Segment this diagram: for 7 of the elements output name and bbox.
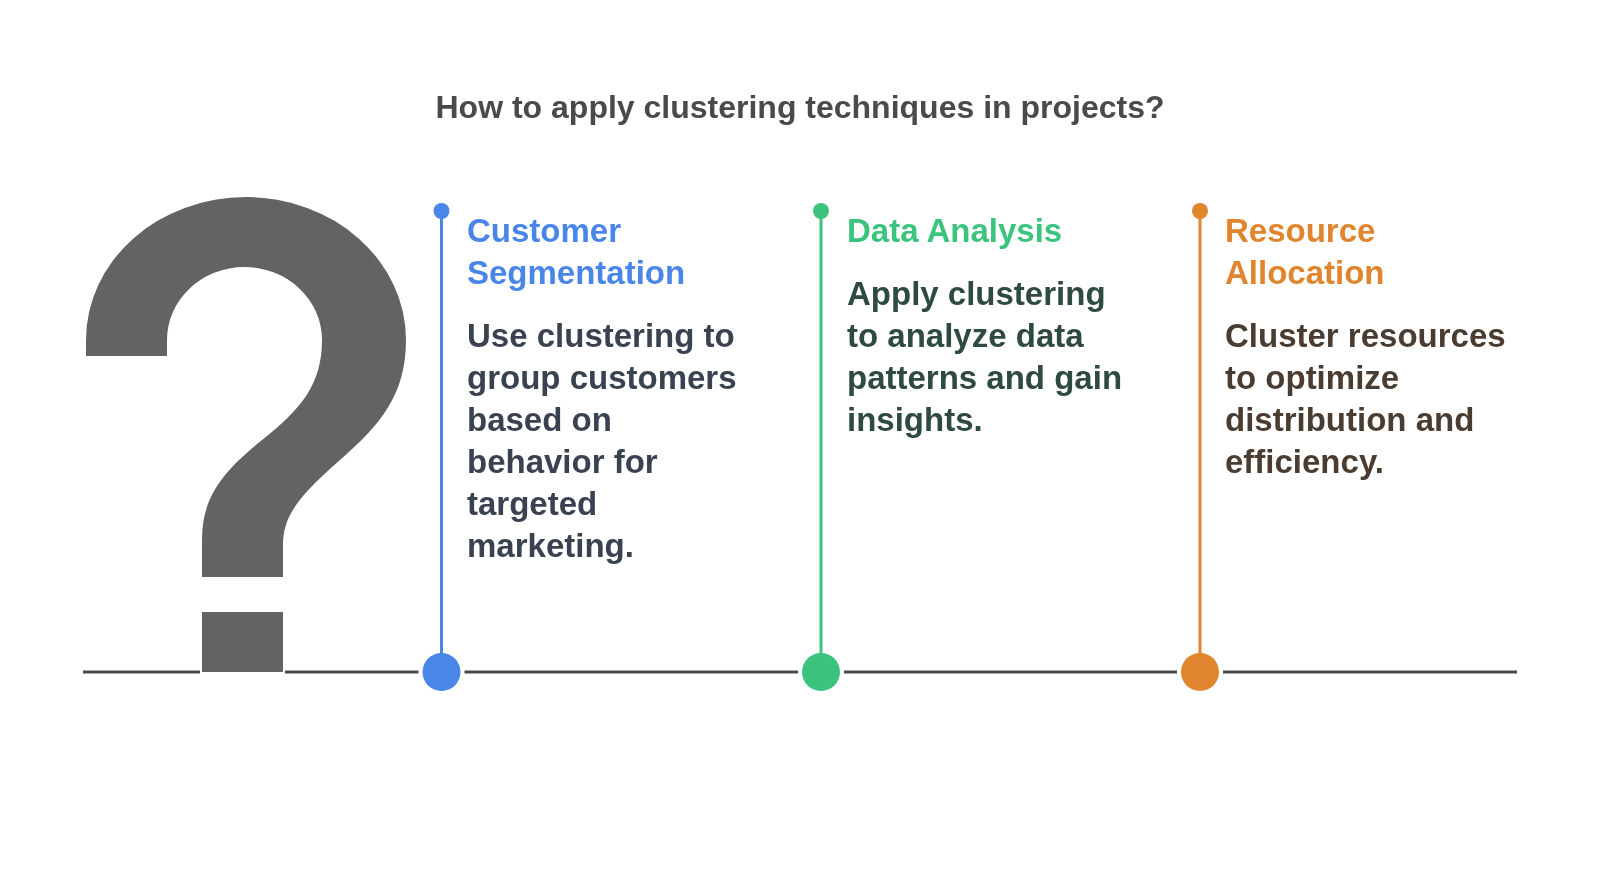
heading: Customer Segmentation [467,211,687,293]
description: Apply clustering to analyze data patterns and gain insights. [847,274,1124,440]
description: Use clustering to group customers based on behavior for targeted marketing. [467,316,738,566]
heading: Resource Allocation [1225,211,1386,293]
heading: Data Analysis [847,211,1064,251]
title: How to apply clustering techniques in projects? [434,88,1166,127]
description: Cluster resources to optimize distribution and efficiency. [1225,316,1507,482]
